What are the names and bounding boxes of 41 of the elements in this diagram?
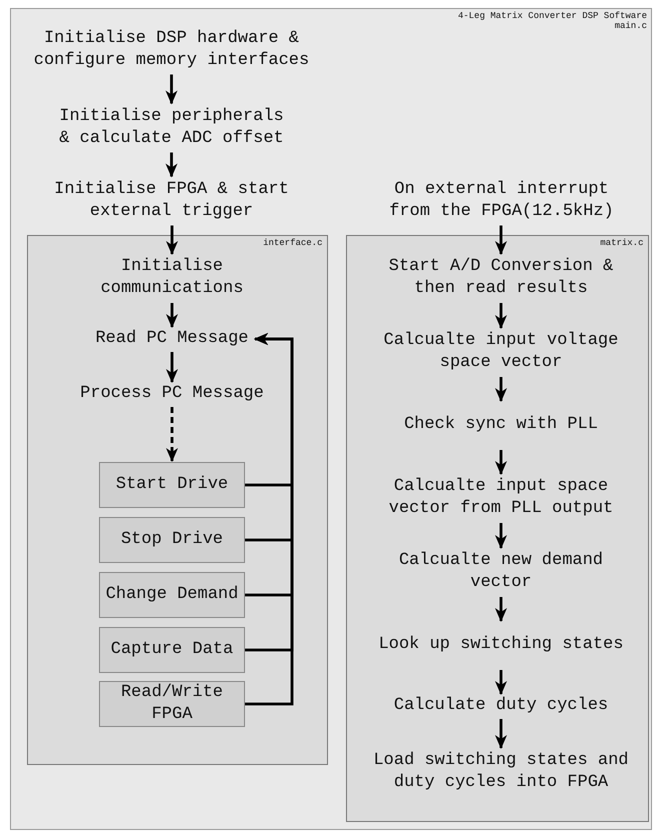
step-label: Check sync with PLL	[371, 402, 631, 448]
flow-arrow	[495, 377, 507, 402]
flow-arrow	[495, 597, 507, 622]
file-name: matrix.c	[600, 238, 644, 248]
process-box: Change Demand	[99, 572, 245, 618]
step-label: Initialise FPGA & start external trigger	[52, 178, 292, 224]
flow-arrow	[495, 523, 507, 549]
flow-arrow	[166, 407, 178, 462]
step-label: On external interrupt from the FPGA(12.5kHz)	[382, 178, 622, 224]
flow-arrow	[495, 719, 507, 749]
step-label: Load switching states and duty cycles into FPGA	[369, 749, 633, 795]
flow-arrow	[166, 74, 178, 104]
step-label: Calculate duty cycles	[371, 695, 631, 717]
step-label: Read PC Message	[93, 328, 251, 350]
flow-arrow	[495, 450, 507, 475]
flow-arrow	[495, 226, 507, 255]
file-panel	[10, 8, 652, 830]
file-panel	[346, 234, 648, 822]
step-label: Calcualte input voltage space vector	[371, 329, 631, 375]
process-box: Start Drive	[99, 462, 245, 508]
flow-arrow	[166, 352, 178, 383]
file-name: main.c	[614, 21, 647, 31]
flow-arrow	[166, 226, 178, 255]
step-label: Calcualte input space vector from PLL output	[371, 475, 631, 521]
file-panel	[26, 234, 328, 764]
step-label: Calcualte new demand vector	[371, 549, 631, 595]
step-label: Initialise peripherals & calculate ADC offset	[52, 104, 292, 150]
file-name: interface.c	[263, 238, 322, 248]
process-box: Stop Drive	[99, 517, 245, 563]
flow-arrow	[166, 152, 178, 178]
flow-arrow	[495, 303, 507, 329]
process-box: Capture Data	[99, 627, 245, 673]
flow-arrow	[495, 670, 507, 695]
step-label: Initialise communications	[97, 255, 247, 301]
process-box: Read/Write FPGA	[99, 681, 245, 727]
step-label: Look up switching states	[371, 622, 631, 668]
step-label: Initialise DSP hardware & configure memory interfaces	[16, 26, 326, 72]
program-title: 4-Leg Matrix Converter DSP Software	[458, 11, 647, 21]
step-label: Process PC Message	[77, 383, 267, 405]
step-label: Start A/D Conversion & then read results	[371, 255, 631, 301]
flow-arrow	[166, 303, 178, 328]
